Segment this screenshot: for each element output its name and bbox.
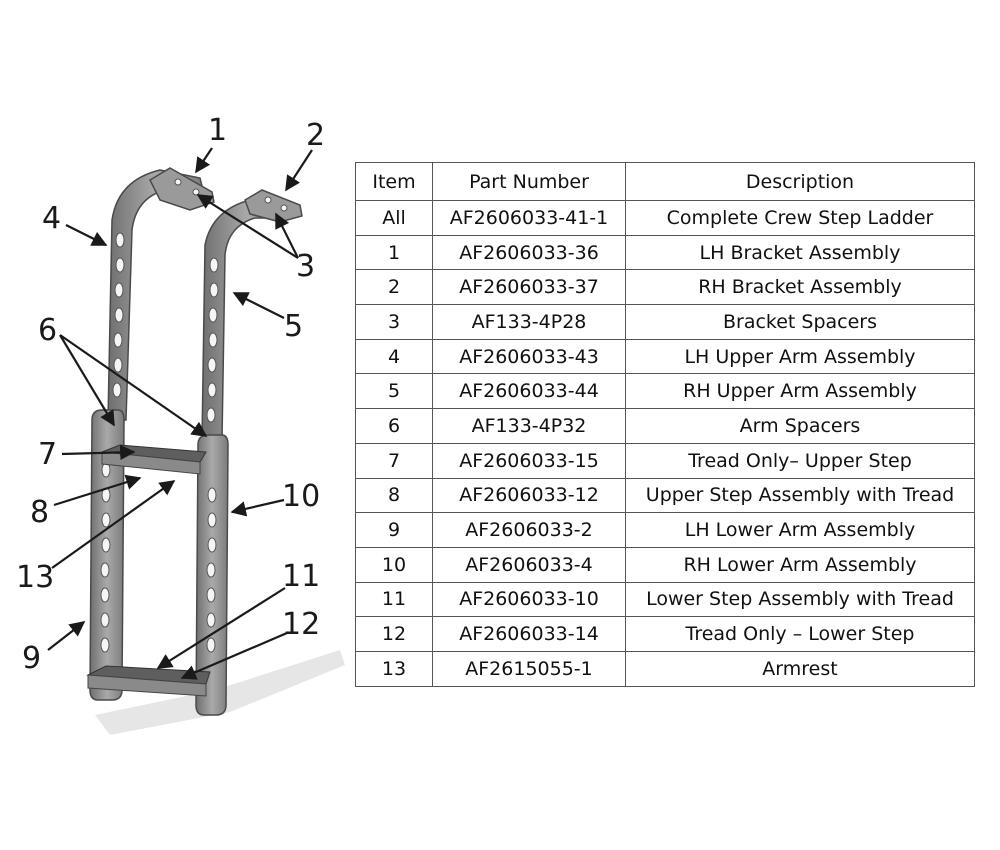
cell-item: 4 xyxy=(355,338,433,375)
callout-11: 11 xyxy=(282,559,320,594)
callout-1: 1 xyxy=(208,113,227,148)
leader-lines xyxy=(47,147,313,680)
callout-6: 6 xyxy=(38,313,57,348)
cell-description: RH Bracket Assembly xyxy=(625,269,975,306)
cell-description: RH Lower Arm Assembly xyxy=(625,546,975,583)
cell-description: Upper Step Assembly with Tread xyxy=(625,477,975,514)
cell-part-number: AF133-4P32 xyxy=(432,408,626,444)
cell-part-number: AF2606033-41-1 xyxy=(432,200,626,236)
cell-description: Arm Spacers xyxy=(625,408,975,444)
rh-upper-arm xyxy=(201,199,293,441)
table-header-row: Item Part Number Description xyxy=(355,162,975,201)
callout-labels: 1 2 3 4 5 6 7 8 9 10 11 12 13 xyxy=(16,113,325,676)
cell-part-number: AF2606033-14 xyxy=(432,616,626,652)
cell-item: 6 xyxy=(355,408,433,444)
cell-description: Tread Only– Upper Step xyxy=(625,442,975,479)
cell-part-number: AF2606033-12 xyxy=(432,477,626,514)
cell-description: LH Upper Arm Assembly xyxy=(625,338,975,375)
header-part-number: Part Number xyxy=(432,162,626,201)
cell-description: Armrest xyxy=(625,650,975,687)
cell-item: All xyxy=(355,200,433,236)
cell-part-number: AF2606033-36 xyxy=(432,234,626,271)
lh-lower-arm xyxy=(89,409,125,701)
header-item: Item xyxy=(355,162,433,201)
cell-part-number: AF2606033-44 xyxy=(432,373,626,410)
callout-8: 8 xyxy=(30,495,49,530)
cell-description: Tread Only – Lower Step xyxy=(625,616,975,652)
cell-part-number: AF2606033-4 xyxy=(432,546,626,583)
cell-item: 7 xyxy=(355,442,433,479)
callout-7: 7 xyxy=(38,437,57,472)
callout-12: 12 xyxy=(282,607,320,642)
cell-item: 1 xyxy=(355,234,433,271)
cell-part-number: AF2606033-15 xyxy=(432,442,626,479)
cell-part-number: AF2606033-10 xyxy=(432,581,626,618)
cell-item: 12 xyxy=(355,616,433,652)
cell-description: LH Bracket Assembly xyxy=(625,234,975,271)
cell-description: Complete Crew Step Ladder xyxy=(625,200,975,236)
cell-item: 8 xyxy=(355,477,433,514)
cell-item: 13 xyxy=(355,650,433,687)
cell-part-number: AF2606033-2 xyxy=(432,512,626,548)
lower-step xyxy=(86,665,211,697)
cell-description: RH Upper Arm Assembly xyxy=(625,373,975,410)
callout-5: 5 xyxy=(284,309,303,344)
cell-item: 2 xyxy=(355,269,433,306)
lh-bracket xyxy=(149,167,215,211)
cell-description: Bracket Spacers xyxy=(625,304,975,340)
cell-item: 10 xyxy=(355,546,433,583)
cell-part-number: AF2606033-37 xyxy=(432,269,626,306)
cell-item: 5 xyxy=(355,373,433,410)
cell-part-number: AF133-4P28 xyxy=(432,304,626,340)
cell-part-number: AF2615055-1 xyxy=(432,650,626,687)
cell-description: Lower Step Assembly with Tread xyxy=(625,581,975,618)
header-description: Description xyxy=(625,162,975,201)
cell-item: 11 xyxy=(355,581,433,618)
cell-description: LH Lower Arm Assembly xyxy=(625,512,975,548)
cell-item: 9 xyxy=(355,512,433,548)
callout-13: 13 xyxy=(16,560,54,595)
lh-upper-arm xyxy=(107,169,204,421)
callout-2: 2 xyxy=(306,118,325,153)
cell-item: 3 xyxy=(355,304,433,340)
callout-10: 10 xyxy=(282,479,320,514)
callout-9: 9 xyxy=(22,641,41,676)
callout-4: 4 xyxy=(42,201,61,236)
callout-3: 3 xyxy=(296,249,315,284)
cell-part-number: AF2606033-43 xyxy=(432,338,626,375)
ladder-diagram: 1 2 3 4 5 6 7 8 9 10 11 12 13 xyxy=(16,113,345,735)
